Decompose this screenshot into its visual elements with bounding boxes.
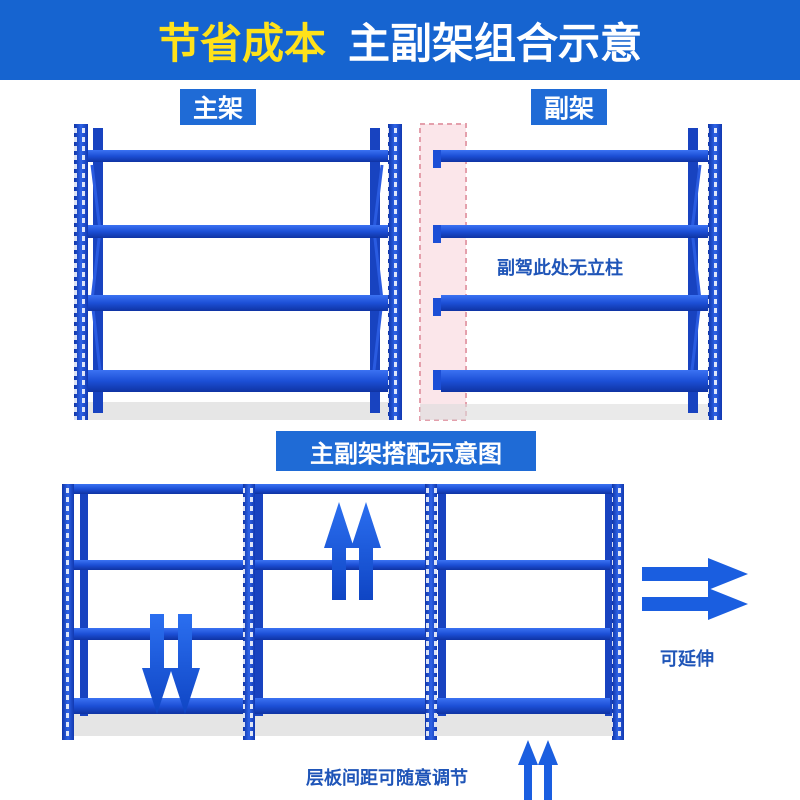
title-banner: 节省成本 主副架组合示意 xyxy=(0,0,800,80)
sub-rack xyxy=(419,123,722,421)
main-rack xyxy=(74,124,402,420)
extend-note: 可延伸 xyxy=(660,649,714,670)
title-highlight: 节省成本 xyxy=(157,18,326,68)
combo-diagram-label: 主副架搭配示意图 xyxy=(276,431,536,471)
no-post-note: 副驾此处无立柱 xyxy=(497,258,623,279)
title-main: 主副架组合示意 xyxy=(348,18,643,68)
adjust-arrows-icon xyxy=(518,740,558,800)
down-arrows-icon xyxy=(142,614,200,714)
sub-rack-label: 副架 xyxy=(531,89,607,125)
main-rack-label: 主架 xyxy=(180,89,256,125)
extend-arrows-icon xyxy=(642,558,748,620)
up-arrows-icon xyxy=(324,502,381,600)
adjust-note: 层板间距可随意调节 xyxy=(306,768,468,789)
